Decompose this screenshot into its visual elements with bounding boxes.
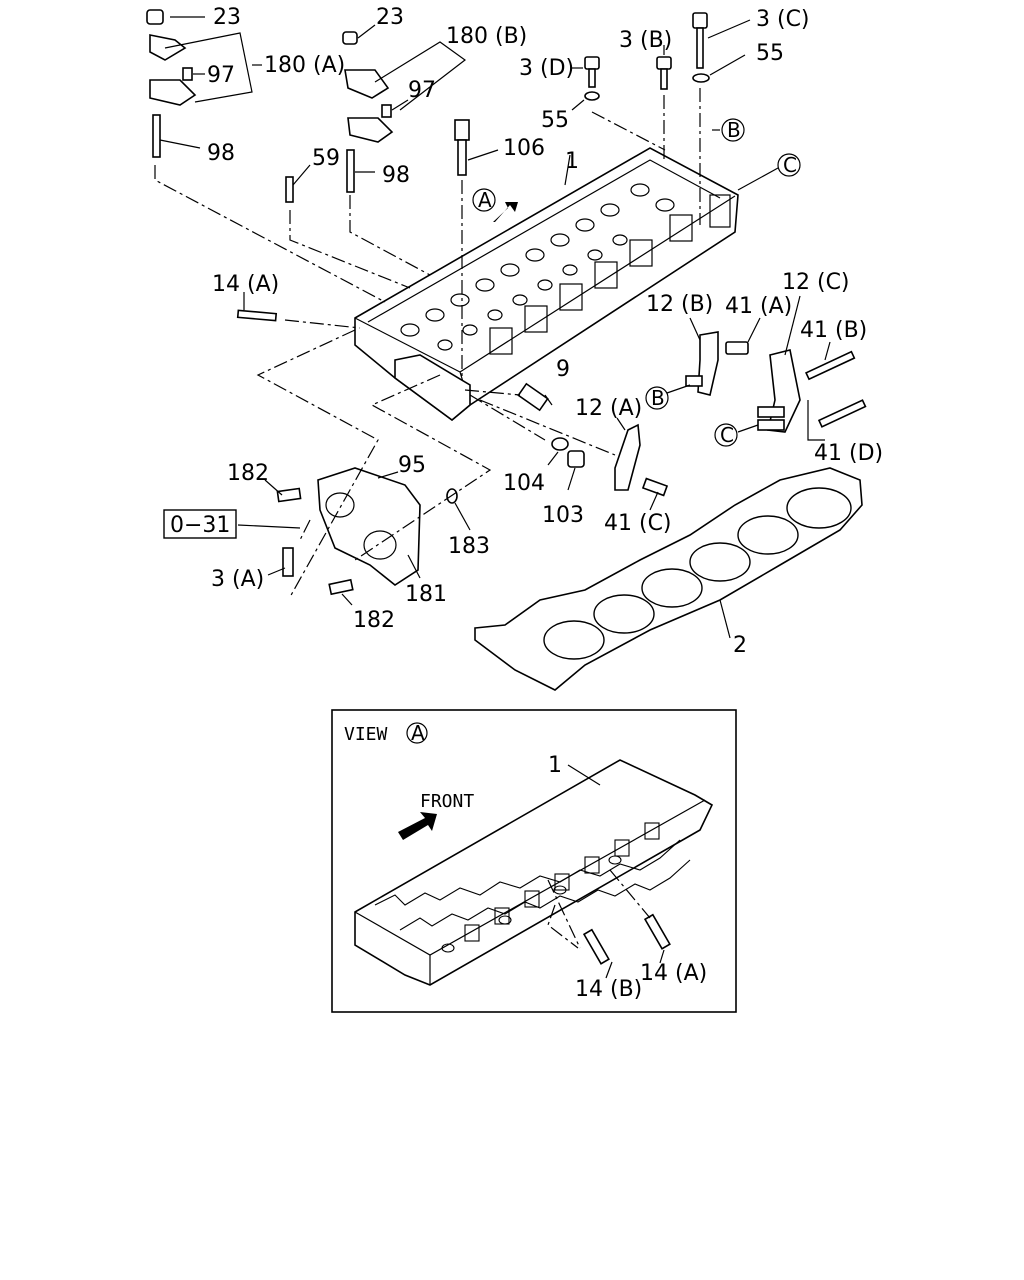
label-181: 181 [405,582,447,607]
label-41-c: 41 (C) [604,511,672,536]
head-gasket [474,467,863,691]
label-circle-a: A [478,188,492,212]
label-9: 9 [556,357,570,382]
label-180-b: 180 (B) [446,24,527,49]
front-label: FRONT [420,791,474,812]
label-2: 2 [733,633,747,658]
label-55-a: 55 [541,108,569,133]
ref-box-0-31 [163,509,237,539]
label-3-a: 3 (A) [211,567,264,592]
label-circle-c-2: C [720,423,734,447]
label-183: 183 [448,534,490,559]
view-a-inset: VIEW A FRONT 1 14 (B) 14 (A) [331,709,737,1013]
label-59: 59 [312,146,340,171]
label-3-b: 3 (B) [619,28,672,53]
assembly-lines [154,88,701,598]
view-label-14-b: 14 (B) [575,977,642,1002]
label-circle-c: C [783,153,797,177]
front-arrow-inset [398,812,437,840]
label-14-a: 14 (A) [212,272,279,297]
label-180-a: 180 (A) [264,53,345,78]
label-41-a: 41 (A) [725,294,792,319]
cylinder-head [354,147,739,422]
label-182-b: 182 [353,608,395,633]
label-ref-0-31: 0−31 [170,513,230,538]
label-12-a: 12 (A) [575,396,642,421]
label-circle-b: B [727,118,741,142]
label-3-d: 3 (D) [519,56,574,81]
view-a-circle-letter: A [411,721,425,745]
label-182-a: 182 [227,461,269,486]
label-103: 103 [542,503,584,528]
part-labels: 23 180 (A) 97 98 23 180 (B) 97 98 59 106… [163,5,883,658]
view-a-circle [406,722,428,744]
label-23-b: 23 [376,5,404,30]
front-arrow [493,202,518,222]
label-97-a: 97 [207,63,235,88]
view-a-title: VIEW [344,724,388,745]
label-41-b: 41 (B) [800,318,867,343]
label-41-d: 41 (D) [814,441,883,466]
leader-lines [159,16,831,639]
label-1: 1 [565,149,579,174]
label-23-a: 23 [213,5,241,30]
view-label-14-a: 14 (A) [640,961,707,986]
label-98-a: 98 [207,141,235,166]
label-12-c: 12 (C) [782,270,850,295]
label-55-b: 55 [756,41,784,66]
label-circle-b-2: B [651,386,665,410]
label-104: 104 [503,471,545,496]
label-97-b: 97 [408,78,436,103]
label-106: 106 [503,136,545,161]
view-label-1: 1 [548,753,562,778]
reference-circles [472,118,801,447]
label-95: 95 [398,453,426,478]
label-12-b: 12 (B) [646,292,713,317]
label-98-b: 98 [382,163,410,188]
label-3-c: 3 (C) [756,7,810,32]
